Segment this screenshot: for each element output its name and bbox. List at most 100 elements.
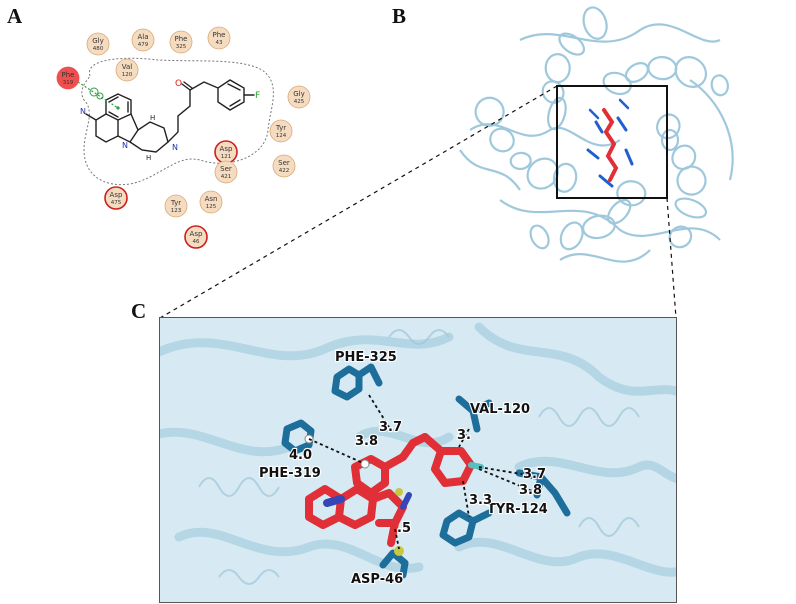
residue-name: Gly	[92, 37, 104, 45]
helix-coil	[624, 62, 649, 83]
helix-coil	[674, 56, 708, 88]
distance-label: 3.	[457, 428, 471, 443]
closeup-frame	[159, 317, 677, 603]
residue-name: Phe	[175, 35, 188, 43]
backbone-loop	[559, 249, 651, 263]
residue-name: Ser	[220, 165, 232, 173]
backbone-loop	[459, 149, 521, 191]
residue-label-tyr124: TYR-124	[487, 502, 548, 517]
helix-coil	[668, 225, 693, 249]
residue-label-asp46: ASP-46	[351, 572, 403, 587]
helix-coil	[582, 6, 608, 40]
distance-label: 4.0	[289, 448, 312, 463]
residue-name: Ala	[137, 33, 148, 41]
residue-number: 422	[279, 168, 290, 174]
interaction-lines	[308, 394, 540, 550]
residue-bubbles: Phe319Gly480Ala479Phe325Phe43Val120Gly42…	[56, 26, 311, 249]
residue-number: 124	[276, 133, 287, 139]
pi-stacking-contact	[77, 81, 120, 110]
residue-label-val120: VAL-120	[470, 402, 530, 417]
residue-number: 319	[63, 80, 74, 86]
residue-number: 121	[221, 154, 232, 160]
helix-coil	[674, 197, 708, 219]
residue-number: 425	[294, 99, 305, 105]
residue-number: 475	[111, 200, 122, 206]
helix-coil	[607, 198, 632, 225]
residue-name: Phe	[213, 31, 226, 39]
helix-coil	[559, 221, 584, 251]
panel-label-b: B	[392, 4, 407, 28]
residue-label-phe325: PHE-325	[335, 350, 397, 365]
ligand-in-overview	[586, 98, 634, 188]
distance-label: 3.3	[469, 493, 492, 508]
helix-coil	[489, 127, 515, 153]
atom-oxygen: O	[175, 79, 182, 89]
helix-coil	[581, 214, 616, 240]
distance-label: 3.7	[379, 420, 402, 435]
residue-number: 480	[93, 46, 104, 52]
residue-label-phe319: PHE-319	[259, 466, 321, 481]
residue-number: 125	[206, 204, 217, 210]
residue-number: 325	[176, 44, 187, 50]
residue-number: 123	[171, 208, 182, 214]
residue-name: Ser	[278, 159, 290, 167]
atom-fluorine: F	[255, 91, 260, 101]
distance-label: .5	[397, 521, 411, 536]
helix-coil	[710, 74, 729, 97]
atom-hydrogen-1: H	[150, 114, 155, 122]
panel-label-c: C	[131, 299, 147, 323]
residue-number: 120	[122, 72, 133, 78]
residue-name: Asp	[190, 230, 203, 238]
panel-label-a: A	[7, 4, 23, 28]
residue-sticks	[281, 363, 571, 579]
residue-number: 43	[216, 40, 223, 46]
residue-name: Gly	[293, 90, 305, 98]
atom-hydrogen-2: H	[146, 154, 151, 162]
residue-name: Tyr	[170, 199, 181, 207]
atom-nitrogen-1: N	[80, 107, 86, 116]
closeup-3d-view: PHE-325 VAL-120 PHE-319 TYR-124 ASP-46 3…	[159, 317, 677, 603]
helix-coil	[676, 165, 707, 196]
helix-coil	[656, 113, 681, 140]
distance-label: 3.8	[355, 434, 378, 449]
residue-number: 479	[138, 42, 149, 48]
backbone-loop	[519, 23, 721, 43]
helix-coil	[671, 144, 697, 171]
residue-name: Val	[122, 63, 133, 71]
residue-number: 46	[193, 239, 200, 245]
residue-name: Asn	[205, 195, 218, 203]
helix-coil	[660, 128, 680, 152]
interaction-diagram-2d: O F N N N H H Phe319Gly480Ala479Phe325Ph…	[56, 6, 734, 263]
helix-coil	[647, 55, 678, 81]
residue-number: 421	[221, 174, 232, 180]
atom-nitrogen-2: N	[122, 141, 128, 150]
distance-label: 3.8	[519, 483, 542, 498]
atom-nitrogen-3: N	[172, 143, 178, 152]
backbone-loop	[469, 123, 621, 147]
distance-label: 3.7	[523, 467, 546, 482]
helix-coil	[529, 224, 550, 250]
helix-coil	[544, 53, 571, 84]
helix-coil	[509, 151, 532, 171]
residue-name: Tyr	[275, 124, 286, 132]
closeup-background	[159, 317, 677, 603]
residue-name: Asp	[110, 191, 123, 199]
backbone-loop	[689, 79, 734, 181]
protein-overview	[459, 6, 734, 263]
helix-coil	[616, 180, 647, 207]
residue-name: Asp	[220, 145, 233, 153]
helix-coil	[602, 71, 632, 96]
